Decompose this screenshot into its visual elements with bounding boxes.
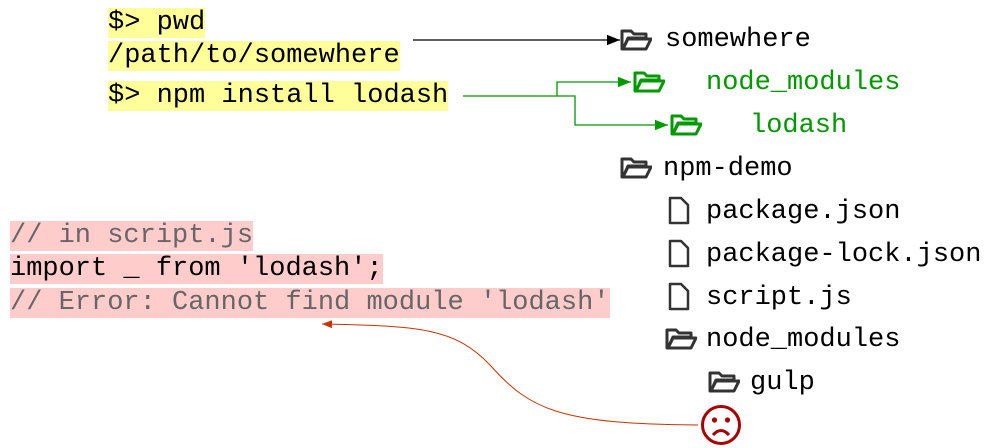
folder-icon xyxy=(708,371,740,393)
file-icon xyxy=(668,196,690,225)
terminal-line: $> pwd xyxy=(108,8,206,38)
error-arrow xyxy=(321,320,699,426)
tree-file: package-lock.json xyxy=(706,240,982,270)
terminal-line: /path/to/somewhere xyxy=(108,41,400,71)
tree-file: package.json xyxy=(706,197,901,227)
tree-gulp: gulp xyxy=(750,368,815,398)
folder-icon xyxy=(633,71,665,93)
code-error: // Error: Cannot find module 'lodash' xyxy=(10,288,610,318)
file-icon xyxy=(668,239,690,268)
tree-node-modules-top: node_modules xyxy=(706,68,901,98)
code-import: import _ from 'lodash'; xyxy=(10,254,383,284)
terminal-line: $> npm install lodash xyxy=(108,81,449,111)
sad-face-icon xyxy=(701,405,741,445)
tree-file: script.js xyxy=(706,283,852,313)
tree-node-modules-inner: node_modules xyxy=(706,325,901,355)
tree-somewhere: somewhere xyxy=(665,25,811,55)
code-comment: // in script.js xyxy=(10,221,254,251)
folder-icon xyxy=(670,114,702,136)
install-arrow-node-modules xyxy=(463,76,631,97)
tree-npm-demo: npm-demo xyxy=(663,154,793,184)
folder-icon xyxy=(665,328,697,350)
install-arrow-lodash xyxy=(557,95,668,131)
tree-lodash: lodash xyxy=(750,111,848,141)
folder-icon xyxy=(620,29,652,51)
folder-icon xyxy=(620,157,652,179)
file-icon xyxy=(668,282,690,311)
